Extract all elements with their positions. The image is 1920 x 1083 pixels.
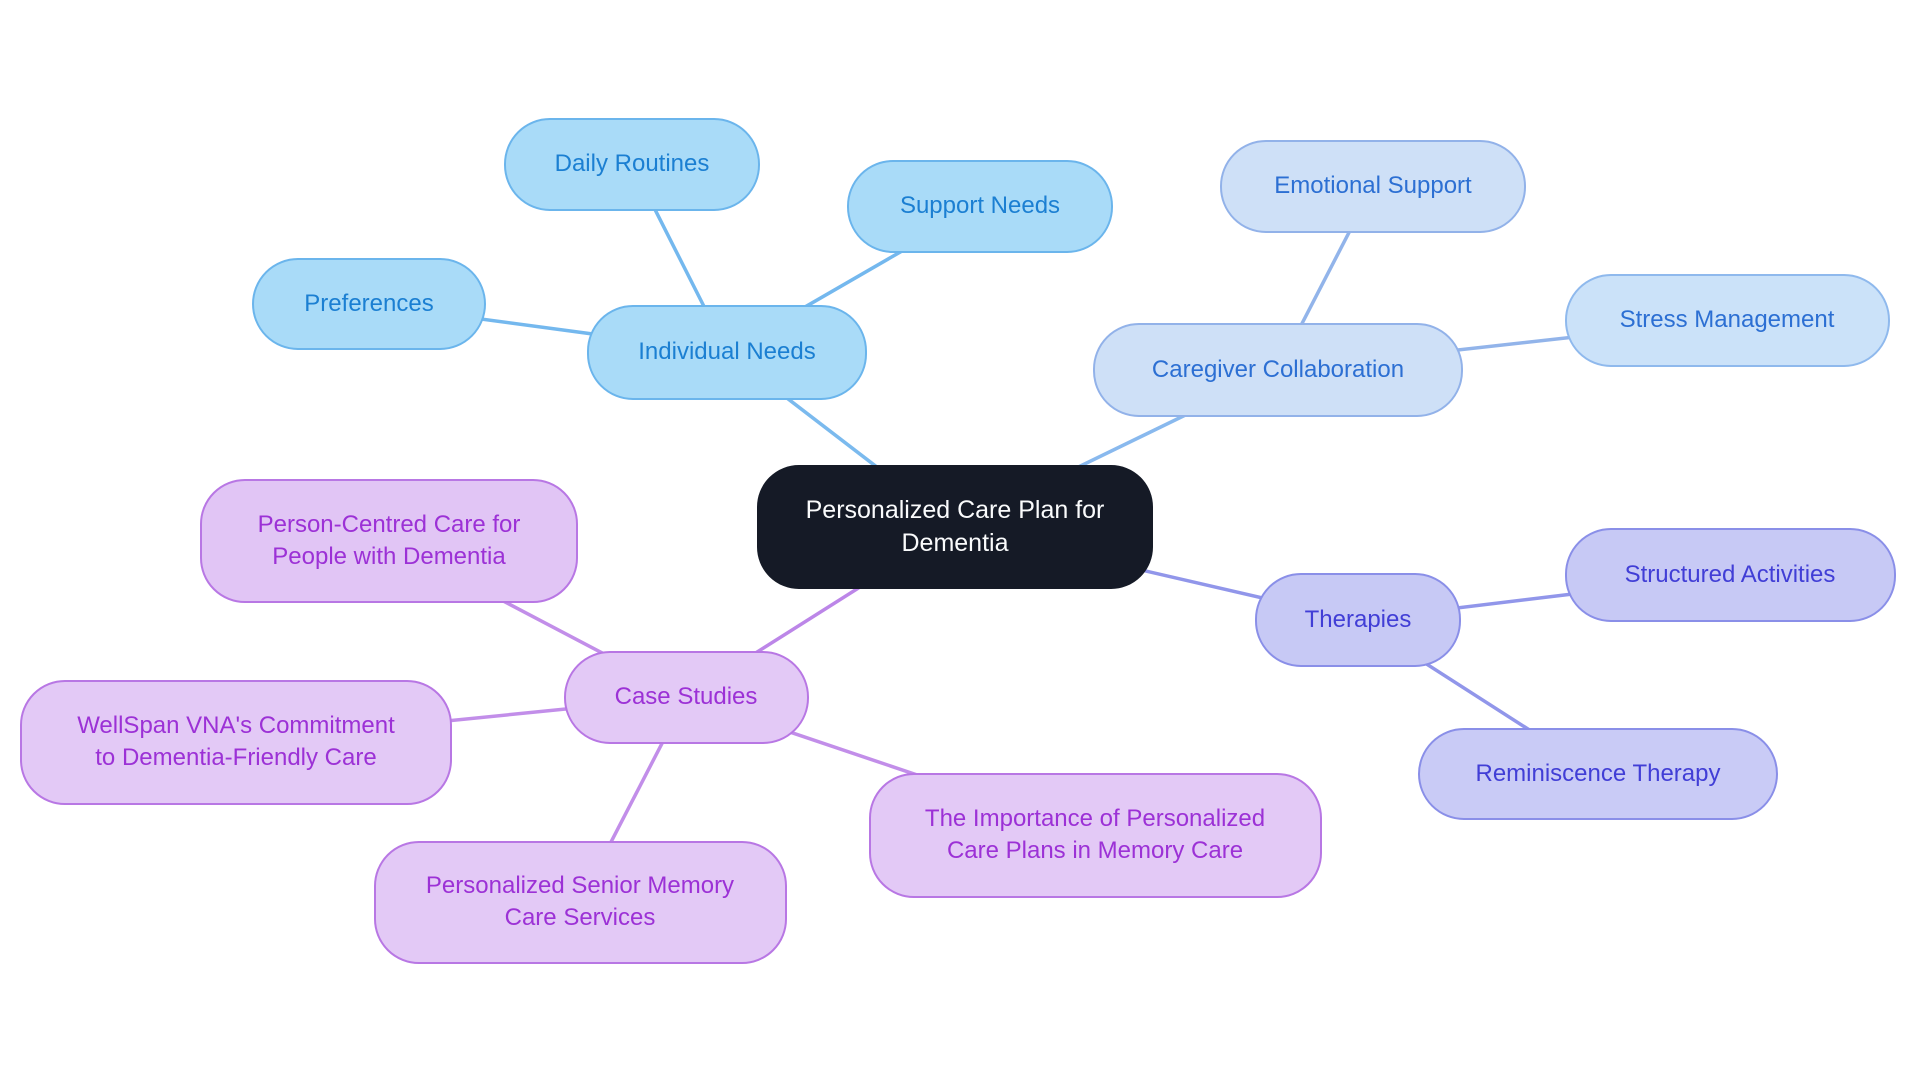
- node-reminiscence-therapy[interactable]: Reminiscence Therapy: [1418, 728, 1778, 820]
- node-wellspan-vna[interactable]: WellSpan VNA's Commitment to Dementia-Fr…: [20, 679, 452, 805]
- node-individual-needs[interactable]: Individual Needs: [587, 304, 867, 400]
- node-preferences[interactable]: Preferences: [252, 258, 486, 350]
- node-emotional-support[interactable]: Emotional Support: [1220, 139, 1526, 233]
- node-person-centred-care[interactable]: Person-Centred Care for People with Deme…: [200, 479, 578, 603]
- node-stress-management[interactable]: Stress Management: [1564, 273, 1890, 367]
- node-case-studies[interactable]: Case Studies: [563, 650, 809, 744]
- node-importance-care-plans[interactable]: The Importance of Personalized Care Plan…: [868, 772, 1322, 898]
- node-caregiver-collaboration[interactable]: Caregiver Collaboration: [1093, 323, 1463, 417]
- node-daily-routines[interactable]: Daily Routines: [504, 117, 760, 211]
- node-personalized-senior-memory[interactable]: Personalized Senior Memory Care Services: [373, 840, 787, 964]
- node-support-needs[interactable]: Support Needs: [847, 159, 1113, 253]
- node-root[interactable]: Personalized Care Plan for Dementia: [757, 465, 1153, 589]
- node-therapies[interactable]: Therapies: [1255, 573, 1461, 667]
- node-structured-activities[interactable]: Structured Activities: [1564, 528, 1896, 622]
